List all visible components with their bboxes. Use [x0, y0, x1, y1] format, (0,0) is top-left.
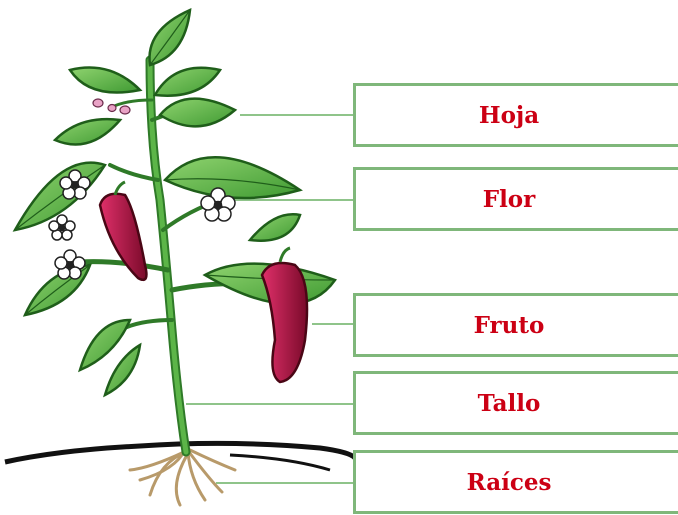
label-tallo: Tallo: [477, 389, 541, 417]
flower-2: [48, 214, 76, 241]
flower-1: [59, 169, 91, 200]
label-box-raices[interactable]: Raíces: [353, 450, 678, 514]
connector-lines: [186, 114, 355, 484]
label-box-hoja[interactable]: Hoja: [353, 83, 678, 147]
leaf-left-5: [103, 342, 142, 398]
label-box-tallo[interactable]: Tallo: [353, 371, 678, 435]
flower-4: [200, 187, 236, 222]
label-fruto: Fruto: [473, 311, 545, 339]
pepper-left: [98, 192, 148, 282]
soil-line-right: [229, 453, 331, 472]
soil-line: [4, 440, 357, 465]
roots: [128, 448, 237, 507]
leaf-upper-left: [67, 66, 143, 94]
leaf-top-right: [152, 66, 223, 97]
leaf-left-4: [78, 318, 132, 373]
peppers: [98, 192, 309, 384]
label-hoja: Hoja: [478, 101, 540, 129]
label-flor: Flor: [482, 185, 536, 213]
leaf-mid-left-1: [52, 118, 123, 146]
label-box-fruto[interactable]: Fruto: [353, 293, 678, 357]
flower-3: [54, 249, 86, 280]
flowers: [48, 169, 236, 280]
label-raices: Raíces: [466, 468, 552, 496]
leaf-right-small: [247, 213, 302, 242]
leaf-upper-right: [158, 97, 238, 128]
flower-buds: [92, 98, 131, 115]
label-box-flor[interactable]: Flor: [353, 167, 678, 231]
leaf-mid-right-big: [162, 156, 303, 200]
pepper-right: [260, 261, 309, 384]
